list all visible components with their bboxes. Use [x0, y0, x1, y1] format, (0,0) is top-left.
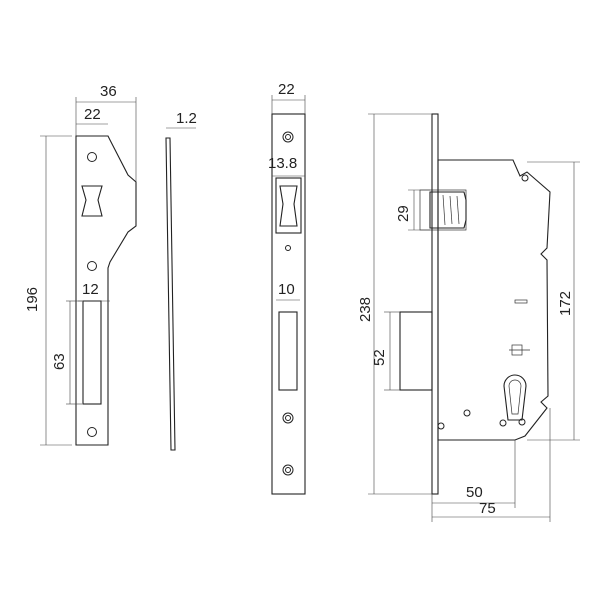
- dim-strike-height: 196: [24, 135, 72, 446]
- dim-10-label: 10: [278, 281, 295, 298]
- dim-backset: 50: [432, 440, 516, 508]
- dim-1-2-label: 1.2: [176, 110, 197, 127]
- deadbolt-hole: [278, 311, 298, 391]
- strike-plate-side: 1.2: [165, 110, 197, 451]
- internal-slot: [514, 299, 528, 304]
- dim-196-label: 196: [24, 287, 41, 312]
- faceplate-front: [271, 113, 306, 495]
- screw-hole-bottom: [87, 427, 97, 437]
- bolt-opening: [82, 300, 102, 405]
- screw-hole-middle: [87, 261, 97, 271]
- faceplate-screw-bottom: [282, 464, 294, 476]
- dim-52-label: 52: [371, 349, 388, 366]
- dim-case-depth: 75: [431, 408, 551, 522]
- lock-case: [437, 159, 551, 441]
- dim-13-8-label: 13.8: [268, 155, 297, 172]
- dim-36-label: 36: [100, 83, 117, 100]
- dim-faceplate-width: 22: [271, 81, 306, 114]
- latch-opening: [81, 185, 103, 217]
- dim-case-height: 238: [357, 113, 432, 495]
- dim-50-label: 50: [466, 484, 483, 501]
- screw-hole-top: [87, 152, 97, 162]
- dim-29-label: 29: [395, 205, 412, 222]
- lock-faceplate-edge: [431, 113, 439, 495]
- dim-strike-width: 36: [75, 83, 137, 182]
- latch-hole: [275, 177, 302, 234]
- dim-22-label: 22: [84, 106, 101, 123]
- faceplate-screw-top: [282, 131, 294, 143]
- lock-body-side: [399, 113, 551, 495]
- latch-head: [429, 191, 467, 229]
- latch-bolt: [279, 185, 298, 227]
- spindle-hole: [463, 409, 471, 417]
- case-hole-top: [521, 174, 529, 182]
- dim-bolt-height: 52: [371, 311, 400, 391]
- dim-bolt-hole: 10: [276, 281, 300, 301]
- dim-latch-height: 29: [395, 189, 430, 231]
- dim-172-label: 172: [557, 291, 574, 316]
- dim-case-body-height: 172: [527, 161, 580, 441]
- dim-63-label: 63: [51, 353, 68, 370]
- dim-strike-slot: 12 63: [51, 281, 110, 405]
- dim-strike-inner-width: 22: [76, 106, 108, 125]
- deadbolt: [399, 311, 433, 391]
- dim-12-label: 12: [82, 281, 99, 298]
- faceplate-screw-lower: [282, 412, 294, 424]
- dim-75-label: 75: [479, 500, 496, 517]
- dim-faceplate-22-label: 22: [278, 81, 295, 98]
- cylinder-cutout: [503, 374, 527, 421]
- dim-238-label: 238: [357, 297, 374, 322]
- dim-latch-hole: 13.8: [268, 155, 305, 177]
